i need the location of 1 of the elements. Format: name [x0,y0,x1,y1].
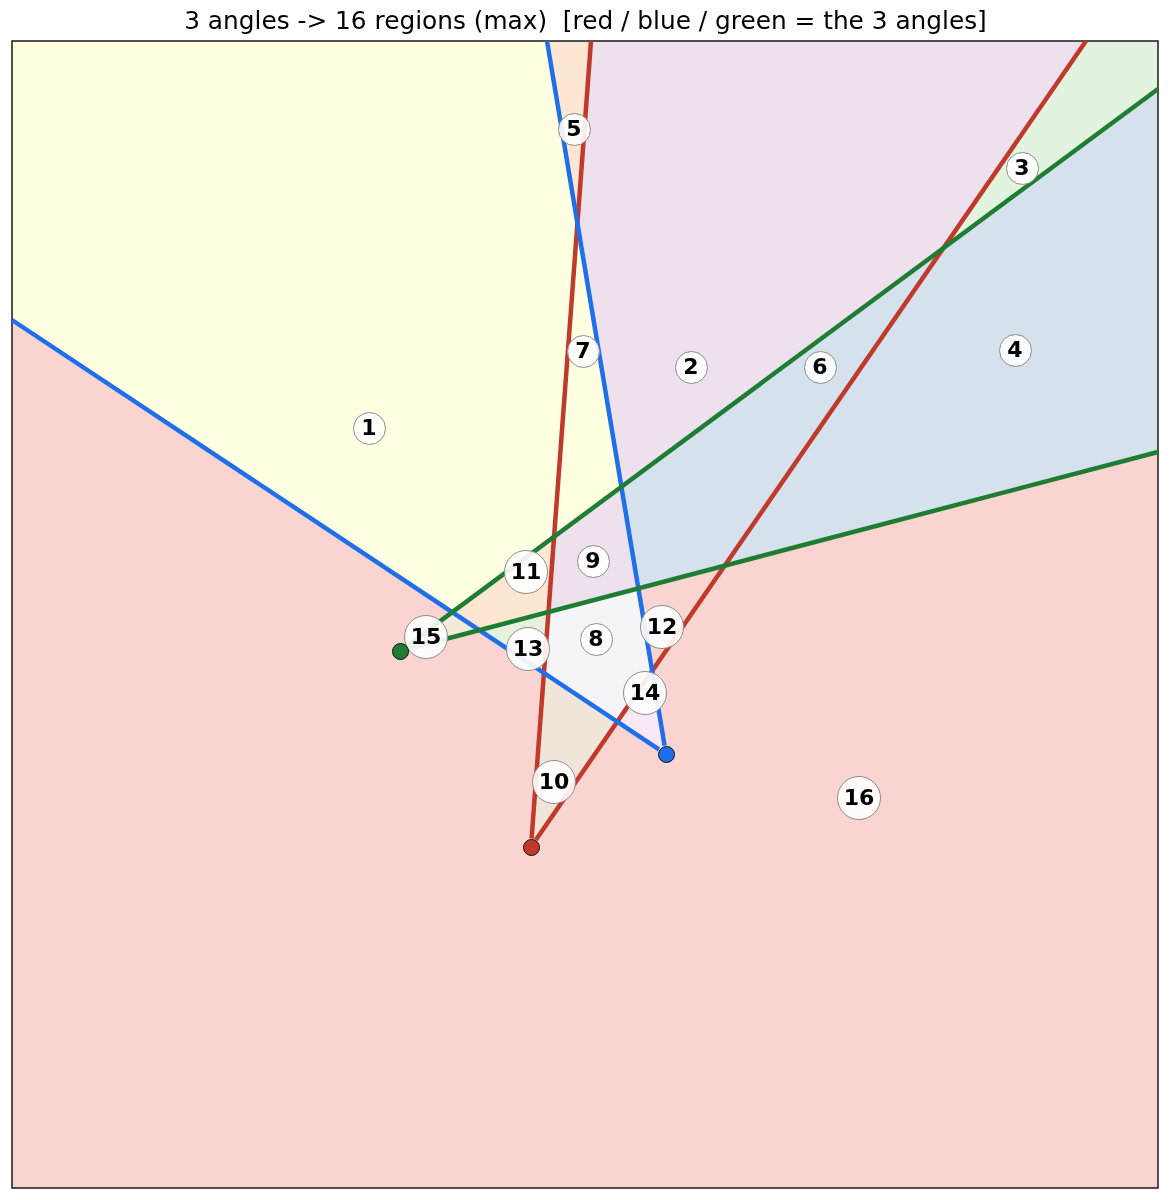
diagram-title: 3 angles -> 16 regions (max) [red / blue / green = the 3 angles] [184,6,987,36]
